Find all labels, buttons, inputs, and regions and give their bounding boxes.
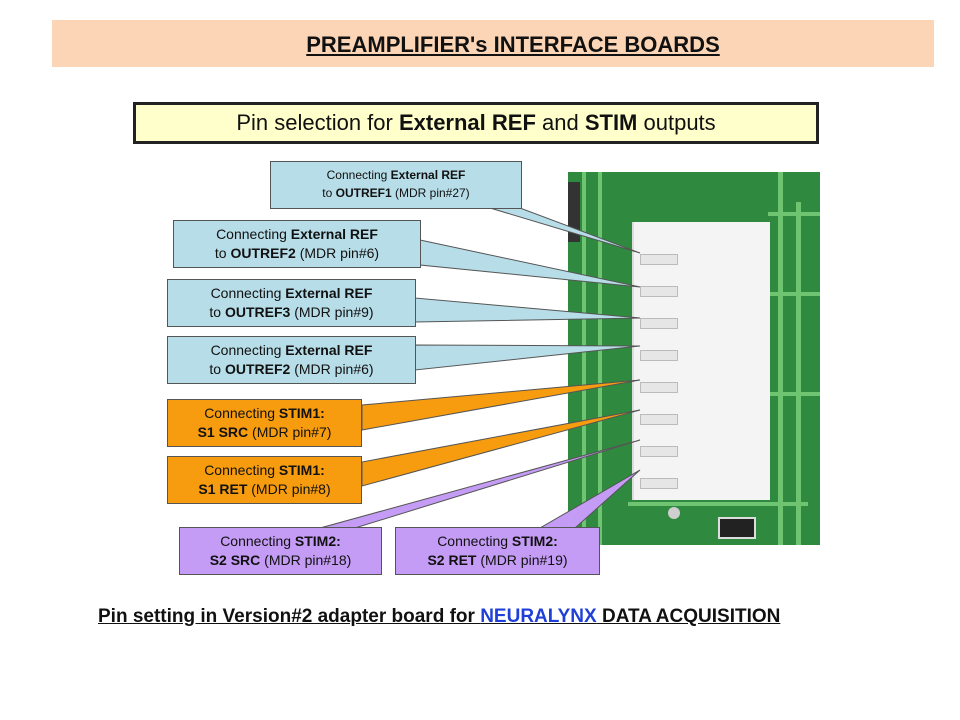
callout-prefix: Connecting [204, 462, 279, 478]
leader-s1-src [361, 379, 641, 431]
callout-s1-ret: Connecting STIM1: S1 RET (MDR pin#8) [167, 456, 362, 504]
subtitle-part-2: and [535, 110, 585, 135]
callout-rest: (MDR pin#27) [391, 186, 470, 200]
callout-line2-bold: OUTREF2 [230, 245, 296, 261]
callout-line-2: to OUTREF3 (MDR pin#9) [168, 303, 415, 322]
connector-pin [640, 446, 678, 457]
callout-rest: (MDR pin#6) [290, 361, 374, 377]
callout-s2-ret: Connecting STIM2: S2 RET (MDR pin#19) [395, 527, 600, 575]
callout-bold: STIM2: [511, 533, 558, 549]
callout-line-2: S2 RET (MDR pin#19) [396, 551, 599, 570]
leader-s2-ret [538, 469, 641, 529]
callout-bold: External REF [290, 226, 378, 242]
subtitle-text: Pin selection for External REF and STIM … [236, 110, 715, 136]
leader-outref2-a [419, 239, 641, 288]
callout-line-1: Connecting External REF [168, 341, 415, 360]
callout-line2-bold: OUTREF3 [224, 304, 291, 320]
callout-prefix: Connecting [220, 533, 295, 549]
callout-pre: to [214, 245, 231, 261]
subtitle-bold-1: External REF [398, 110, 536, 135]
board-trace [768, 212, 820, 216]
callout-outref3: Connecting External REF to OUTREF3 (MDR … [167, 279, 416, 327]
footer-caption: Pin setting in Version#2 adapter board f… [98, 606, 780, 628]
callout-s2-src: Connecting STIM2: S2 SRC (MDR pin#18) [179, 527, 382, 575]
callout-line2-bold: OUTREF1 [335, 186, 392, 200]
callout-prefix: Connecting [216, 226, 291, 242]
page-title: PREAMPLIFIER's INTERFACE BOARDS [306, 32, 720, 57]
callout-outref2-b: Connecting External REF to OUTREF2 (MDR … [167, 336, 416, 384]
board-trace [796, 202, 801, 545]
board-pad [668, 507, 680, 519]
callout-line-1: Connecting External REF [168, 284, 415, 303]
connector-pin [640, 350, 678, 361]
callout-bold: STIM2: [294, 533, 341, 549]
callout-bold: STIM1: [278, 405, 325, 421]
callout-bold: External REF [285, 342, 373, 358]
callout-pre: to [209, 304, 225, 320]
header-band: PREAMPLIFIER's INTERFACE BOARDS [52, 20, 934, 67]
callout-line-2: to OUTREF1 (MDR pin#27) [271, 184, 521, 202]
subtitle-box: Pin selection for External REF and STIM … [133, 102, 819, 144]
callout-line-1: Connecting STIM1: [168, 461, 361, 480]
callout-rest: (MDR pin#7) [248, 424, 332, 440]
callout-line-2: S1 RET (MDR pin#8) [168, 480, 361, 499]
subtitle-part-3: outputs [637, 110, 716, 135]
callout-line-1: Connecting External REF [271, 166, 521, 184]
leader-outref3 [414, 297, 641, 323]
board-component [718, 517, 756, 539]
connector-pin [640, 382, 678, 393]
callout-line-2: to OUTREF2 (MDR pin#6) [174, 244, 420, 263]
callout-line2-bold: OUTREF2 [224, 361, 291, 377]
callout-line-1: Connecting STIM1: [168, 404, 361, 423]
connector-pin [640, 414, 678, 425]
board-trace [598, 172, 602, 545]
callout-prefix: Connecting [204, 405, 279, 421]
callout-bold: STIM1: [278, 462, 325, 478]
neuralynx-link[interactable]: NEURALYNX [480, 606, 597, 627]
callout-bold: External REF [285, 285, 373, 301]
callout-line-2: to OUTREF2 (MDR pin#6) [168, 360, 415, 379]
callout-pre: to [209, 361, 225, 377]
callout-line2-bold: S2 SRC [209, 552, 261, 568]
board-trace [778, 172, 783, 545]
leader-s1-ret [361, 409, 641, 487]
callout-prefix: Connecting [326, 168, 391, 182]
callout-line-1: Connecting STIM2: [180, 532, 381, 551]
callout-rest: (MDR pin#8) [247, 481, 331, 497]
leader-outref2-b [414, 344, 641, 371]
callout-prefix: Connecting [437, 533, 512, 549]
board-trace [628, 502, 808, 506]
board-trace [768, 392, 820, 396]
callout-s1-src: Connecting STIM1: S1 SRC (MDR pin#7) [167, 399, 362, 447]
footer-text-pre: Pin setting in Version#2 adapter board f… [98, 606, 481, 627]
callout-line-1: Connecting External REF [174, 225, 420, 244]
callout-line-2: S1 SRC (MDR pin#7) [168, 423, 361, 442]
callout-rest: (MDR pin#6) [295, 245, 380, 261]
leader-outref1 [489, 207, 641, 254]
connector-pin [640, 286, 678, 297]
callout-rest: (MDR pin#19) [476, 552, 568, 568]
callout-prefix: Connecting [210, 285, 286, 301]
board-trace [582, 172, 586, 545]
callout-line2-bold: S1 SRC [197, 424, 249, 440]
callout-outref1: Connecting External REF to OUTREF1 (MDR … [270, 161, 522, 209]
callout-line2-bold: S2 RET [427, 552, 477, 568]
callout-rest: (MDR pin#9) [290, 304, 374, 320]
connector-pin [640, 478, 678, 489]
callout-line-2: S2 SRC (MDR pin#18) [180, 551, 381, 570]
callout-rest: (MDR pin#18) [260, 552, 352, 568]
callout-outref2-a: Connecting External REF to OUTREF2 (MDR … [173, 220, 421, 268]
connector-pin [640, 318, 678, 329]
callout-line-1: Connecting STIM2: [396, 532, 599, 551]
footer-text-post: DATA ACQUISITION [596, 606, 781, 627]
subtitle-part-1: Pin selection for [236, 110, 399, 135]
subtitle-bold-2: STIM [584, 110, 638, 135]
connector-pin [640, 254, 678, 265]
callout-bold: External REF [390, 168, 466, 182]
board-trace [768, 292, 820, 296]
callout-pre: to [322, 186, 336, 200]
callout-line2-bold: S1 RET [198, 481, 248, 497]
callout-prefix: Connecting [210, 342, 286, 358]
